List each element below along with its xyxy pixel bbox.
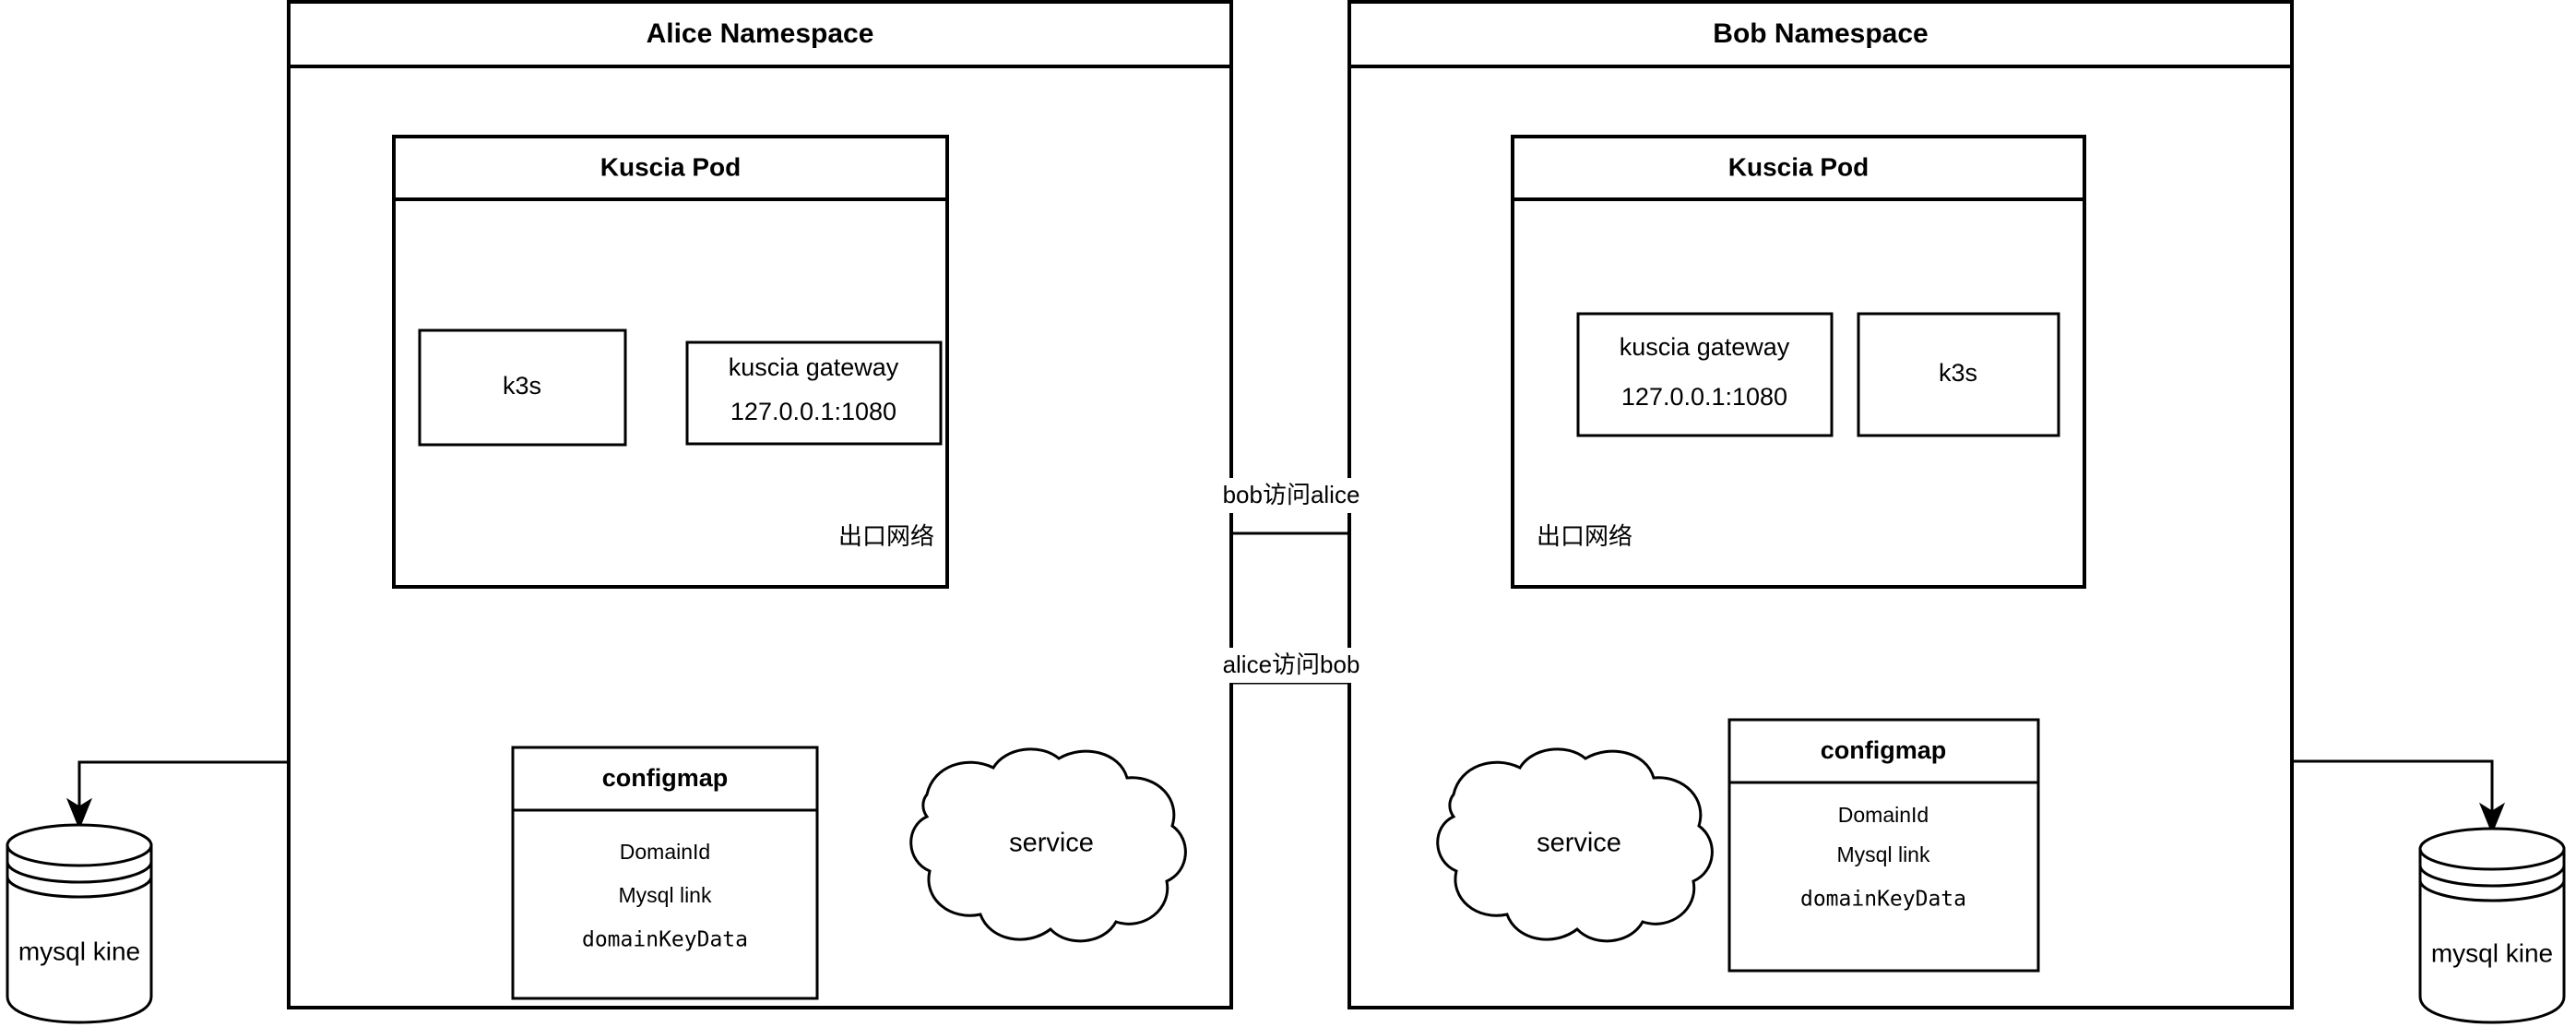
bob-egress-label: 出口网络 bbox=[1537, 522, 1632, 550]
alice-configmap-box bbox=[511, 746, 819, 1000]
bob-db-label: mysql kine bbox=[2431, 938, 2553, 967]
bob-configmap-box bbox=[1727, 718, 2040, 973]
bob-k3s-label: k3s bbox=[1939, 359, 1977, 387]
alice-configmap-row-domainid: DomainId bbox=[620, 840, 710, 864]
bob-k3s-node: k3s bbox=[1857, 312, 2060, 437]
bob-namespace-title: Bob Namespace bbox=[1713, 18, 1928, 49]
bob-mysql-kine-db: mysql kine bbox=[2418, 827, 2566, 1024]
alice-configmap-row-domainkeydata: domainKeyData bbox=[582, 928, 748, 952]
alice-configmap: configmap DomainId Mysql link domainKeyD… bbox=[511, 746, 819, 1000]
bob-kuscia-gateway-node: kuscia gateway 127.0.0.1:1080 bbox=[1576, 312, 1834, 437]
alice-configmap-title: configmap bbox=[602, 764, 729, 792]
bob-configmap-title: configmap bbox=[1821, 736, 1947, 764]
alice-gateway-label-line2: 127.0.0.1:1080 bbox=[730, 398, 896, 425]
alice-k3s-node: k3s bbox=[418, 328, 627, 447]
bob-gateway-label-line2: 127.0.0.1:1080 bbox=[1621, 383, 1787, 411]
alice-service-cloud: service bbox=[909, 747, 1187, 943]
bob-service-cloud: service bbox=[1436, 747, 1714, 943]
alice-namespace-title: Alice Namespace bbox=[647, 18, 874, 49]
edge-label-alice-to-bob: alice访问bob bbox=[1190, 648, 1393, 683]
alice-service-label: service bbox=[1009, 829, 1094, 858]
bob-db-ring-2 bbox=[2418, 879, 2566, 902]
alice-service-cloud-shape bbox=[909, 747, 1187, 943]
bob-configmap-row-domainkeydata: domainKeyData bbox=[1800, 888, 1966, 912]
bob-configmap: configmap DomainId Mysql link domainKeyD… bbox=[1727, 718, 2040, 973]
edge-label-alice-to-bob-bg bbox=[1190, 648, 1393, 683]
alice-db-label: mysql kine bbox=[18, 937, 140, 965]
alice-db-body bbox=[6, 843, 153, 1024]
alice-gateway-box bbox=[685, 340, 943, 446]
bob-gateway-box bbox=[1576, 312, 1834, 437]
alice-mysql-kine-db: mysql kine bbox=[6, 823, 153, 1024]
bob-gateway-label-line1: kuscia gateway bbox=[1620, 333, 1790, 361]
alice-k3s-label: k3s bbox=[503, 372, 541, 400]
bob-configmap-row-mysql-link: Mysql link bbox=[1837, 842, 1930, 866]
bob-kuscia-pod: Kuscia Pod kuscia gateway 127.0.0.1:1080… bbox=[1511, 135, 2086, 589]
bob-configmap-row-domainid: DomainId bbox=[1838, 803, 1929, 827]
bob-service-cloud-shape bbox=[1436, 747, 1714, 943]
bob-db-body bbox=[2418, 847, 2566, 1024]
edge-label-alice-to-bob-text: alice访问bob bbox=[1223, 651, 1360, 678]
namespace-bob: Bob Namespace Kuscia Pod kuscia gateway … bbox=[1347, 0, 2294, 1009]
alice-gateway-label-line1: kuscia gateway bbox=[729, 353, 899, 381]
bob-db-ring-1 bbox=[2418, 865, 2566, 888]
alice-egress-label: 出口网络 bbox=[838, 522, 934, 550]
alice-db-ring-2 bbox=[6, 876, 153, 899]
alice-kuscia-gateway-node: kuscia gateway 127.0.0.1:1080 bbox=[685, 340, 943, 446]
edge-label-bob-to-alice-bg bbox=[1190, 478, 1393, 513]
arrow-into-bob-mysql bbox=[2478, 802, 2506, 835]
alice-db-top-ellipse bbox=[6, 823, 153, 867]
alice-db-ring-1 bbox=[6, 861, 153, 884]
edge-label-bob-to-alice-text: bob访问alice bbox=[1223, 481, 1360, 508]
bob-pod-title: Kuscia Pod bbox=[1728, 152, 1869, 181]
bob-service-label: service bbox=[1537, 829, 1621, 858]
alice-configmap-row-mysql-link: Mysql link bbox=[619, 883, 712, 907]
namespace-alice: Alice Namespace Kuscia Pod k3s kuscia ga… bbox=[287, 0, 1233, 1009]
alice-k3s-box bbox=[418, 328, 627, 447]
edge-label-bob-to-alice: bob访问alice bbox=[1190, 478, 1393, 513]
bob-db-top-ellipse bbox=[2418, 827, 2566, 871]
bob-k3s-box bbox=[1857, 312, 2060, 437]
arrow-into-alice-mysql bbox=[65, 797, 93, 830]
alice-pod-title: Kuscia Pod bbox=[600, 152, 741, 181]
alice-kuscia-pod: Kuscia Pod k3s kuscia gateway 127.0.0.1:… bbox=[392, 135, 949, 589]
